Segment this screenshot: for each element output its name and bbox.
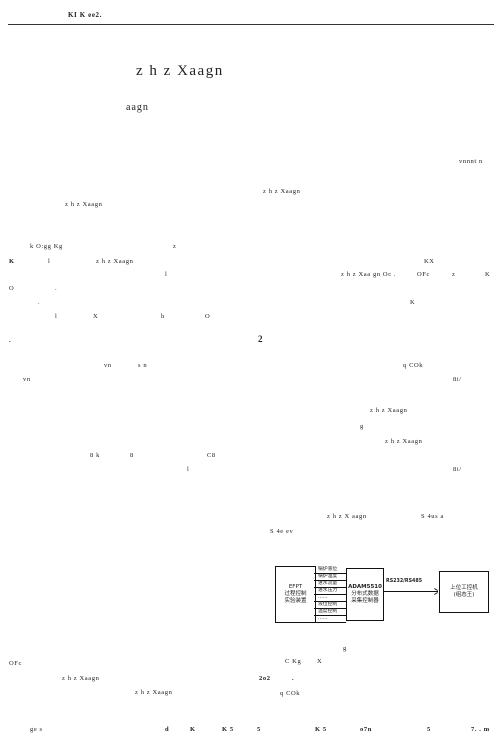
bus-label: RS232/RS485: [386, 579, 423, 584]
text-fragment-f3: K 5: [222, 726, 234, 733]
text-fragment-r1: vnnnt n: [459, 158, 483, 165]
text-fragment-f5: K 5: [315, 726, 327, 733]
journal-header: KI K ee2.: [68, 11, 102, 19]
signal-label: 锅炉温度: [318, 574, 338, 579]
article-title: z h z Xaagn: [136, 63, 224, 79]
text-fragment-l3: z: [173, 243, 177, 250]
efpt-label: 实验装置: [284, 598, 307, 604]
text-fragment-r16: z h z X aagn: [327, 513, 367, 520]
text-fragment-l19: 8 k: [90, 452, 100, 459]
text-fragment-r17: S 4us a: [421, 513, 444, 520]
signal-line: [314, 615, 346, 616]
signal-label: 进水压力: [318, 588, 338, 593]
text-fragment-r9: 2: [258, 334, 264, 344]
header-rule: [8, 24, 494, 25]
text-fragment-f1: d: [165, 726, 170, 733]
text-fragment-r19: g: [343, 645, 347, 652]
text-fragment-l23: OFc: [9, 660, 22, 667]
text-fragment-r11: 8i/: [453, 376, 462, 383]
text-fragment-l24: z h z Xaagn: [62, 675, 100, 682]
text-fragment-r8: K: [410, 299, 416, 306]
efpt-box: EFPT 过程控制 实验装置: [275, 566, 316, 623]
article-subtitle: aagn: [126, 102, 149, 113]
text-fragment-l4: K: [9, 258, 15, 265]
efpt-label: EFPT: [288, 584, 303, 590]
text-fragment-f6: o7n: [360, 726, 372, 733]
text-fragment-l7: l: [165, 271, 168, 278]
host-label: (组态王): [453, 592, 475, 598]
text-fragment-r7: K: [485, 271, 491, 278]
text-fragment-r14: z h z Xaagn: [385, 438, 423, 445]
text-fragment-r6: z: [452, 271, 456, 278]
controller-label: 分布式数据: [351, 591, 379, 597]
host-pc-box: 上位工控机 (组态王): [439, 571, 489, 613]
text-fragment-l10: .: [38, 299, 41, 306]
text-fragment-r20: C Kg: [285, 658, 302, 665]
text-fragment-r24: q COk: [280, 690, 301, 697]
text-fragment-f2: K: [190, 726, 196, 733]
text-fragment-l6: z h z Xaagn: [96, 258, 134, 265]
efpt-label: 过程控制: [284, 591, 307, 597]
controller-label: 采集控制器: [351, 598, 379, 604]
text-fragment-r10: q COk: [403, 362, 424, 369]
text-fragment-r2: z h z Xaagn: [263, 188, 301, 195]
text-fragment-l21: C8: [207, 452, 216, 459]
signal-line: [314, 580, 346, 581]
signal-label: ……: [318, 616, 328, 621]
adam-controller-box: ADAM5510 分布式数据 采集控制器: [346, 568, 384, 621]
controller-label: ADAM5510: [348, 584, 382, 590]
signal-line: [314, 608, 346, 609]
text-fragment-f4: 5: [257, 726, 261, 733]
signal-label: 锅炉液位: [318, 567, 338, 572]
signal-line: [314, 622, 346, 623]
signal-label: ……: [318, 595, 328, 600]
bus-arrowhead: [434, 592, 438, 595]
text-fragment-l2: k O:gg Kg: [30, 243, 63, 250]
signal-line: [314, 594, 346, 595]
signal-line: [314, 587, 346, 588]
text-fragment-f7: 5: [427, 726, 431, 733]
text-fragment-l11: l: [55, 313, 58, 320]
signal-line: [314, 573, 346, 574]
bus-arrow: [383, 591, 438, 592]
text-fragment-l18: vn: [23, 376, 31, 383]
text-fragment-l26: ge s: [30, 726, 43, 733]
text-fragment-l15: .: [9, 337, 12, 344]
text-fragment-l14: O: [205, 313, 211, 320]
text-fragment-l9: .: [55, 285, 58, 292]
text-fragment-l5: l: [48, 258, 51, 265]
text-fragment-r22: 2o2: [259, 675, 271, 682]
text-fragment-l25: z h z Xaagn: [135, 689, 173, 696]
text-fragment-f8: 7. . m: [471, 726, 490, 733]
text-fragment-r4: z h z Xaa gn Oc .: [341, 271, 397, 278]
text-fragment-r5: OFc: [417, 271, 430, 278]
host-label: 上位工控机: [450, 585, 478, 591]
text-fragment-r21: X: [317, 658, 323, 665]
signal-label: 温度控制: [318, 609, 338, 614]
signal-label: 液位控制: [318, 602, 338, 607]
text-fragment-l16: vn: [104, 362, 112, 369]
text-fragment-l8: O: [9, 285, 15, 292]
text-fragment-l13: h: [161, 313, 165, 320]
text-fragment-r12: z h z Xaagn: [370, 407, 408, 414]
signal-line: [314, 601, 346, 602]
text-fragment-l20: 8: [130, 452, 134, 459]
text-fragment-l12: X: [93, 313, 99, 320]
text-fragment-l22: l: [187, 466, 190, 473]
text-fragment-l17: s n: [138, 362, 148, 369]
text-fragment-r18: S 4e ev: [270, 528, 294, 535]
text-fragment-r15: 8i/: [453, 466, 462, 473]
text-fragment-r3: KX: [424, 258, 435, 265]
signal-label: 进水流量: [318, 581, 338, 586]
text-fragment-r23: .: [292, 675, 295, 682]
text-fragment-l1: z h z Xaagn: [65, 201, 103, 208]
text-fragment-r13: g: [360, 423, 364, 430]
